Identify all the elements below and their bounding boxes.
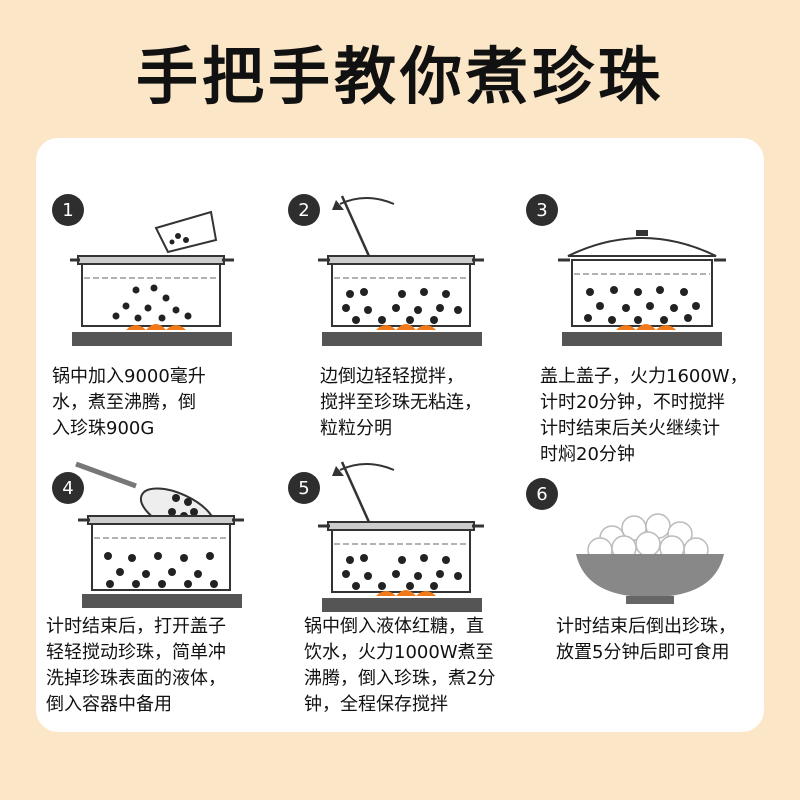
- page-title: 手把手教你煮珍珠: [135, 40, 664, 113]
- covered-pot-illustration: [558, 230, 726, 346]
- step-1-number: 1: [52, 194, 84, 226]
- pot-stir-illustration: [318, 195, 484, 346]
- step-6-number: 6: [526, 478, 558, 510]
- step-3-number: 3: [526, 194, 558, 226]
- step-1-text: 锅中加入9000毫升 水，煮至沸腾，倒 入珍珠900G: [52, 366, 206, 439]
- pot-pour-pearls-illustration: [70, 210, 234, 346]
- step-2-text: 边倒边轻轻搅拌， 搅拌至珍珠无粘连， 粒粒分明: [320, 366, 482, 439]
- step-4-number: 4: [52, 472, 84, 504]
- bowl-of-pearls-illustration: [576, 513, 724, 604]
- step-2-number: 2: [288, 194, 320, 226]
- step-6-text: 计时结束后倒出珍珠， 放置5分钟后即可食用: [556, 616, 736, 663]
- step-5-number: 5: [288, 472, 320, 504]
- pot-stir-illustration: [318, 461, 484, 612]
- instruction-card: 1 锅中加入9000毫升 水，煮至沸腾，倒 入珍珠900G 2: [36, 138, 764, 732]
- ladle-scoop-illustration: [75, 461, 244, 608]
- step-4-text: 计时结束后，打开盖子 轻轻搅动珍珠，简单冲 洗掉珍珠表面的液体， 倒入容器中备用: [46, 616, 226, 715]
- step-5-text: 锅中倒入液体红糖，直 饮水，火力1000W煮至 沸腾，倒入珍珠，煮2分 钟，全程…: [304, 616, 496, 715]
- step-3-text: 盖上盖子，火力1600W， 计时20分钟，不时搅拌 计时结束后关火继续计 时焖2…: [540, 366, 748, 465]
